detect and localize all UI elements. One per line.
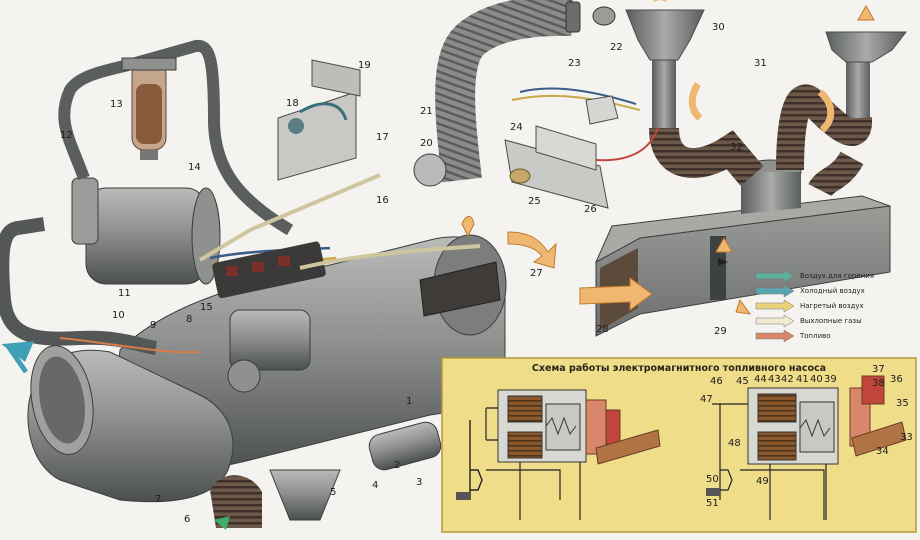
legend-label-2: Нагретый воздух (800, 302, 864, 310)
callout-17: 17 (376, 132, 389, 143)
legend-swatch-4 (755, 329, 795, 343)
callout-45: 45 (736, 376, 749, 387)
electric-motor (71, 177, 221, 285)
legend-label-1: Холодный воздух (800, 287, 865, 295)
callout-48: 48 (728, 438, 741, 449)
fuel-pump-bracket (277, 59, 361, 181)
callout-38: 38 (872, 378, 885, 389)
dosing-pump (227, 309, 311, 393)
hose-caps (565, 1, 616, 33)
callout-14: 14 (188, 162, 201, 173)
callout-29: 29 (714, 326, 727, 337)
schema-left (456, 389, 661, 520)
legend-swatch-2 (755, 299, 795, 313)
callout-42: 42 (781, 374, 794, 385)
solenoid-valve (504, 87, 659, 209)
fuel-line (198, 173, 381, 262)
callout-22: 22 (610, 42, 623, 53)
callout-11: 11 (118, 288, 131, 299)
callout-19: 19 (358, 60, 371, 71)
glow-plug-assembly (299, 244, 501, 317)
callout-30: 30 (712, 22, 725, 33)
pipe-12-14 (58, 39, 294, 236)
legend-label-3: Выхлопные газы (800, 317, 862, 325)
callout-25: 25 (528, 196, 541, 207)
callout-34: 34 (876, 446, 889, 457)
callout-32: 32 (730, 142, 743, 153)
callout-39: 39 (824, 374, 837, 385)
fuel-wire (59, 337, 201, 354)
callout-4: 4 (372, 480, 378, 491)
callout-6: 6 (184, 514, 190, 525)
callout-2: 2 (394, 460, 400, 471)
callout-10: 10 (112, 310, 125, 321)
callout-18: 18 (286, 98, 299, 109)
schema-title: Схема работы электромагнитного топливног… (532, 363, 826, 374)
callout-35: 35 (896, 398, 909, 409)
callout-37: 37 (872, 364, 885, 375)
fuel-filter (121, 57, 177, 160)
callout-49: 49 (756, 476, 769, 487)
legend-swatch-3 (755, 314, 795, 328)
callout-24: 24 (510, 122, 523, 133)
callout-40: 40 (810, 374, 823, 385)
callout-20: 20 (420, 138, 433, 149)
callout-46: 46 (710, 376, 723, 387)
callout-8: 8 (186, 314, 192, 325)
flexible-hose (435, 0, 573, 183)
callout-51: 51 (706, 498, 719, 509)
schema-right (706, 375, 907, 520)
callout-27: 27 (530, 268, 543, 279)
callout-15: 15 (200, 302, 213, 313)
callout-13: 13 (110, 99, 123, 110)
pipe-10 (0, 217, 158, 355)
legend-swatch-1 (755, 284, 795, 298)
legend-swatch-0 (755, 269, 795, 283)
callout-43: 43 (768, 374, 781, 385)
callout-41: 41 (796, 374, 809, 385)
pump-schema-panel: Схема работы электромагнитного топливног… (441, 357, 917, 533)
callout-5: 5 (330, 487, 336, 498)
callout-3: 3 (416, 477, 422, 488)
callout-33: 33 (900, 432, 913, 443)
callout-1: 1 (406, 396, 412, 407)
callout-28: 28 (596, 324, 609, 335)
callout-36: 36 (890, 374, 903, 385)
callout-16: 16 (376, 195, 389, 206)
part-20 (413, 153, 447, 187)
callout-labels: 1234567891011121314151617181920212223242… (60, 22, 913, 525)
callout-9: 9 (150, 320, 156, 331)
callout-21: 21 (420, 106, 433, 117)
callout-31: 31 (754, 58, 767, 69)
callout-12: 12 (60, 130, 73, 141)
flow-arrows (1, 0, 875, 530)
callout-23: 23 (568, 58, 581, 69)
terminal-block (212, 241, 326, 299)
callout-50: 50 (706, 474, 719, 485)
air-distributor (594, 9, 908, 337)
legend-label-4: Топливо (799, 332, 831, 340)
legend-label-0: Воздух для горения (800, 272, 874, 280)
callout-7: 7 (155, 494, 161, 505)
callout-44: 44 (754, 374, 767, 385)
callout-47: 47 (700, 394, 713, 405)
callout-26: 26 (584, 204, 597, 215)
